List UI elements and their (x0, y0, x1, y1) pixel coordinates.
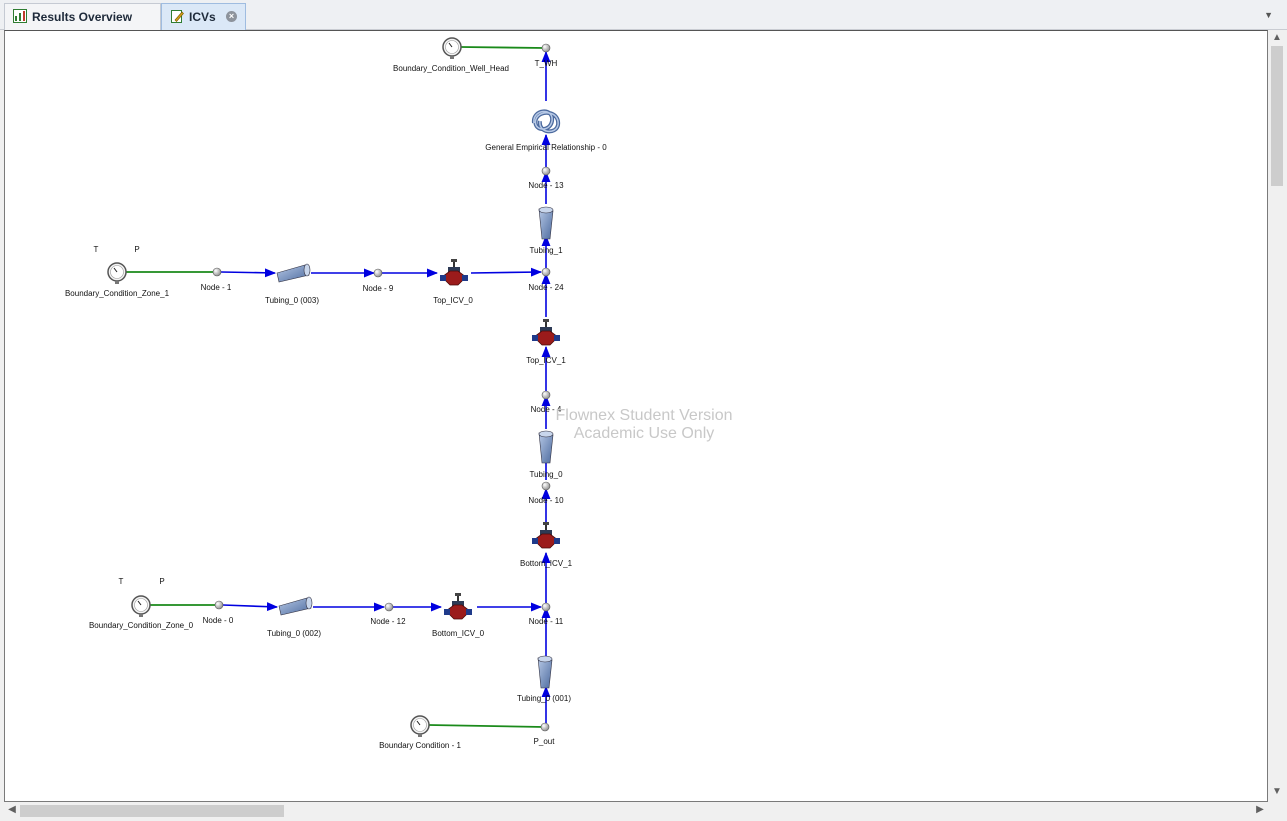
label-t-wh: T_WH (535, 59, 558, 68)
label-node-10: Node - 10 (528, 496, 564, 505)
watermark-line-2: Academic Use Only (574, 425, 715, 442)
pipe-tubing-1-icon[interactable] (538, 206, 554, 240)
valve-top-icv-0-icon[interactable] (439, 258, 469, 286)
watermark-line-1: Flownex Student Version (556, 407, 733, 424)
node-11[interactable] (541, 602, 551, 612)
vertical-scroll-thumb[interactable] (1271, 46, 1283, 186)
nodes (212, 43, 551, 732)
node-0[interactable] (214, 600, 224, 610)
label-tubing-0-003: Tubing_0 (003) (265, 296, 319, 305)
edit-page-icon (170, 9, 184, 26)
node-t-wh[interactable] (541, 43, 551, 53)
label-p-zone-0: P (159, 577, 164, 586)
pipe-tubing-0-001-icon[interactable] (537, 655, 553, 689)
boundary-links (126, 46, 546, 728)
label-node-0: Node - 0 (203, 616, 234, 625)
label-bc-well-head: Boundary_Condition_Well_Head (393, 64, 509, 73)
pipe-tubing-0-002-icon[interactable] (278, 596, 313, 616)
boundary-condition-zone-0-icon[interactable] (131, 595, 151, 618)
valve-bottom-icv-0-icon[interactable] (443, 592, 473, 620)
boundary-condition-well-head-icon[interactable] (442, 37, 462, 60)
label-t-zone-0: T (119, 577, 124, 586)
boundary-condition-1-icon[interactable] (410, 715, 430, 738)
label-top-icv-0: Top_ICV_0 (433, 296, 473, 305)
horizontal-scrollbar[interactable]: ◀ ▶ (4, 802, 1268, 819)
tab-results-overview[interactable]: Results Overview (4, 3, 161, 30)
label-node-13: Node - 13 (528, 181, 564, 190)
node-9[interactable] (373, 268, 383, 278)
label-tubing-0-002: Tubing_0 (002) (267, 629, 321, 638)
pipe-tubing-0-003-icon[interactable] (276, 263, 311, 283)
label-node-9: Node - 9 (363, 284, 394, 293)
tab-icvs[interactable]: ICVs × (161, 3, 246, 30)
chevron-right-icon[interactable]: ▶ (1256, 804, 1264, 815)
label-p-out: P_out (534, 737, 556, 746)
horizontal-scroll-thumb[interactable] (20, 805, 284, 817)
tab-label: Results Overview (32, 10, 133, 24)
label-bottom-icv-1: Bottom_ICV_1 (520, 559, 573, 568)
label-ger: General Empirical Relationship - 0 (485, 143, 607, 152)
node-4[interactable] (541, 390, 551, 400)
label-node-4: Node - 4 (531, 405, 562, 414)
label-bottom-icv-0: Bottom_ICV_0 (432, 629, 485, 638)
label-tubing-0-001: Tubing_0 (001) (517, 694, 571, 703)
valve-bottom-icv-1-icon[interactable] (531, 521, 561, 549)
label-bc-zone-1: Boundary_Condition_Zone_1 (65, 289, 170, 298)
pipe-tubing-0-icon[interactable] (538, 430, 554, 464)
node-12[interactable] (384, 602, 394, 612)
label-node-12: Node - 12 (370, 617, 406, 626)
label-bc-zone-0: Boundary_Condition_Zone_0 (89, 621, 194, 630)
tab-label: ICVs (189, 10, 216, 24)
node-p-out[interactable] (540, 722, 550, 732)
label-tubing-0: Tubing_0 (529, 470, 563, 479)
chevron-left-icon[interactable]: ◀ (8, 804, 16, 815)
label-node-1: Node - 1 (201, 283, 232, 292)
boundary-condition-zone-1-icon[interactable] (107, 262, 127, 285)
node-13[interactable] (541, 166, 551, 176)
label-top-icv-1: Top_ICV_1 (526, 356, 566, 365)
node-24[interactable] (541, 267, 551, 277)
close-icon[interactable]: × (226, 11, 237, 22)
chevron-down-icon[interactable]: ▼ (1264, 10, 1273, 20)
flow-links (220, 50, 551, 724)
chevron-down-icon[interactable]: ▼ (1272, 786, 1282, 797)
vertical-scrollbar[interactable]: ▲ ▼ (1268, 30, 1285, 802)
chart-sheet-icon (13, 8, 27, 26)
valve-top-icv-1-icon[interactable] (531, 318, 561, 346)
document-tab-strip: Results Overview ICVs × ▼ (0, 0, 1287, 30)
scrollbar-corner (1268, 802, 1285, 819)
network-canvas[interactable]: Boundary_Condition_Well_Head T_WH Genera… (4, 30, 1268, 802)
chevron-up-icon[interactable]: ▲ (1272, 32, 1282, 43)
label-node-11: Node - 11 (529, 617, 564, 626)
label-bc-1: Boundary Condition - 1 (379, 741, 461, 750)
general-empirical-relationship-icon[interactable] (531, 109, 561, 134)
label-tubing-1: Tubing_1 (529, 246, 563, 255)
node-10[interactable] (541, 481, 551, 491)
node-1[interactable] (212, 267, 222, 277)
label-node-24: Node - 24 (528, 283, 564, 292)
label-t-zone-1: T (94, 245, 99, 254)
label-p-zone-1: P (134, 245, 139, 254)
